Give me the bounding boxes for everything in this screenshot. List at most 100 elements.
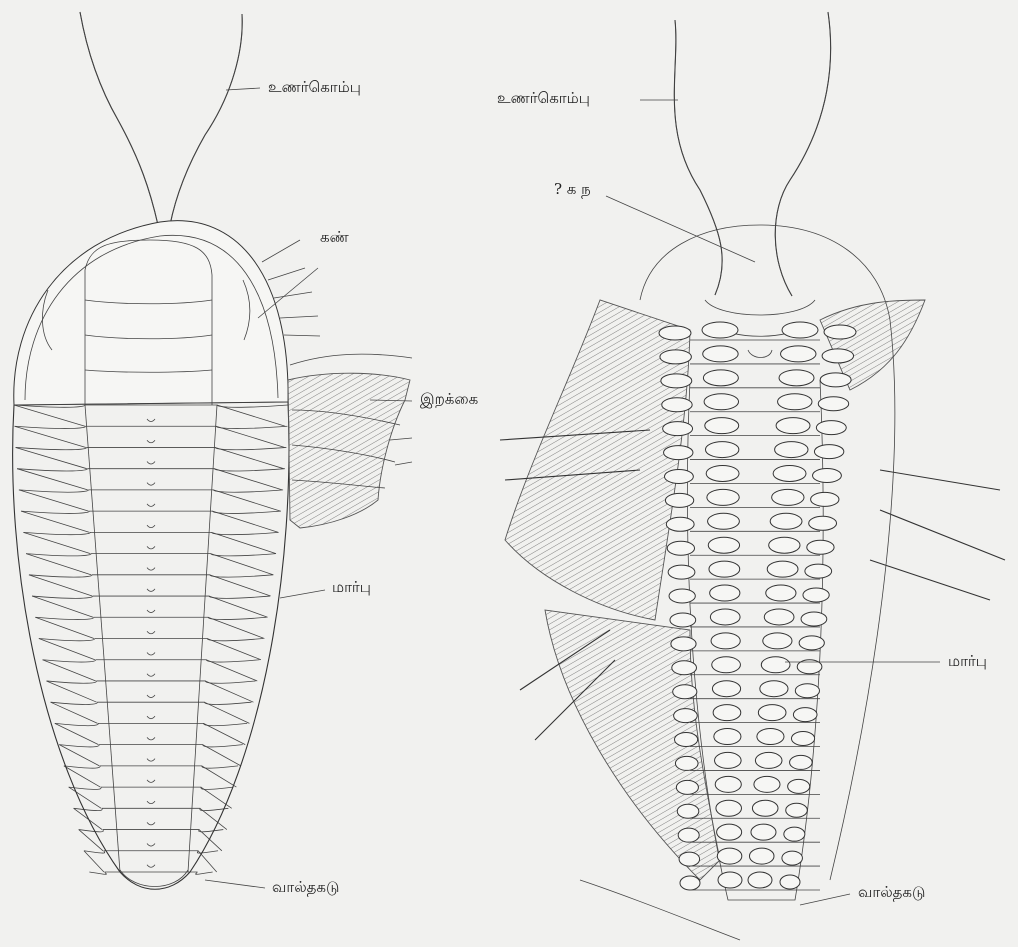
ventral-leg-base-right: [775, 442, 808, 458]
ventral-leg-segment-right: [822, 349, 853, 363]
segment-mark: [147, 483, 155, 486]
ventral-leg-segment-left: [673, 685, 697, 699]
left-pleura-line: [55, 723, 99, 744]
left-pleura-line: [29, 575, 92, 596]
left-segment-line: [35, 617, 266, 619]
right-pleura-line: [213, 511, 279, 532]
right-pleura-line: [217, 405, 285, 426]
ventral-leg-base-right: [758, 705, 786, 721]
left-pleura-line: [39, 639, 95, 660]
segment-mark: [147, 737, 155, 740]
right-thorax-label: மார்பு: [948, 654, 987, 669]
left-pleura-line: [21, 511, 89, 532]
ventral-leg-segment-right: [809, 516, 837, 530]
left-segment-line: [21, 511, 281, 513]
right-pleura-line: [203, 745, 241, 766]
ventral-leg-segment-right: [782, 851, 803, 865]
ventral-leg-base-left: [710, 609, 740, 625]
ventral-leg-base-right: [769, 537, 800, 553]
left-body-outline: [13, 402, 289, 889]
ventral-leg-segment-right: [801, 612, 827, 626]
ventral-leg-base-left: [705, 418, 739, 434]
ventral-leg-segment-right: [807, 540, 834, 554]
left-pleura-line: [32, 596, 93, 617]
ventral-leg-base-right: [781, 346, 816, 362]
left-segment-line: [51, 702, 252, 704]
segment-mark: [147, 525, 155, 528]
left-segment-line: [15, 426, 288, 428]
left-thorax-segments: [13, 402, 289, 889]
ventral-leg-base-left: [704, 394, 738, 410]
ventral-leg-base-left: [703, 346, 738, 362]
left-wing-label: இறக்கை: [420, 392, 478, 407]
ventral-leg-base-right: [773, 465, 806, 481]
ventral-leg-segment-right: [813, 468, 842, 482]
ventral-leg-segment-right: [799, 636, 824, 650]
left-pleura-line: [14, 405, 85, 426]
right-antenna-right: [775, 12, 830, 296]
ventral-leg-segment-right: [820, 373, 851, 387]
left-segment-line: [43, 660, 260, 662]
left-wing-flap: [288, 373, 410, 528]
right-ventral-trilobite: [500, 12, 1005, 940]
right-pleura-line: [204, 723, 246, 744]
ventral-leg-segment-left: [672, 661, 697, 675]
ventral-leg-base-right: [779, 370, 814, 386]
right-pleura-line: [202, 766, 237, 787]
ventral-leg-segment-right: [790, 755, 813, 769]
ventral-leg-segment-left: [666, 517, 694, 531]
ventral-leg-segment-left: [659, 326, 691, 340]
right-pleura-line: [213, 490, 280, 511]
ventral-leg-segment-left: [677, 804, 699, 818]
right-antenna-left: [674, 20, 722, 295]
right-pleura-line: [204, 702, 249, 723]
left-antenna-label: உணர்கொம்பு: [268, 80, 361, 95]
walking-leg: [870, 560, 990, 600]
ventral-leg-segment-right: [795, 684, 819, 698]
ventral-leg-segment-right: [786, 803, 808, 817]
ventral-leg-base-right: [761, 657, 790, 673]
segment-mark: [147, 631, 155, 634]
segment-mark: [147, 610, 155, 613]
ventral-leg-segment-left: [664, 469, 693, 483]
right-pleura-line: [215, 447, 283, 468]
ventral-leg-segment-left: [675, 733, 698, 747]
right-pleura-line: [216, 426, 285, 447]
right-pleura-line: [206, 660, 257, 681]
left-segment-line: [46, 681, 255, 683]
ventral-leg-segment-left: [674, 709, 698, 723]
ventral-leg-base-left: [713, 705, 741, 721]
right-legs: [748, 322, 1005, 889]
ventral-leg-segment-left: [671, 637, 696, 651]
ventral-leg-segment-left: [668, 565, 695, 579]
ventral-leg-segment-left: [664, 446, 693, 460]
segment-mark: [147, 653, 155, 656]
segment-mark: [147, 844, 155, 847]
ventral-leg-base-left: [703, 370, 738, 386]
left-pleura-line: [35, 617, 94, 638]
right-pleura-line: [211, 554, 274, 575]
left-pleura-line: [59, 745, 99, 766]
ventral-leg-segment-left: [662, 398, 692, 412]
right-pleura-line: [212, 532, 276, 553]
left-pleura-line: [23, 532, 90, 553]
right-pleura-line: [201, 787, 232, 808]
left-pleura-line: [84, 851, 104, 872]
ventral-leg-base-right: [752, 800, 778, 816]
ventral-leg-segment-left: [670, 613, 696, 627]
ventral-leg-base-right: [772, 489, 804, 505]
segment-mark: [147, 546, 155, 549]
ventral-leg-base-left: [702, 322, 738, 338]
left-tail-shield-label: வால்தகடு: [272, 880, 339, 895]
right-cephalon: [640, 225, 890, 320]
ventral-leg-base-left: [714, 729, 741, 745]
ventral-leg-base-right: [755, 752, 782, 768]
ventral-leg-base-right: [751, 824, 776, 840]
ventral-leg-segment-right: [816, 421, 846, 435]
ventral-leg-base-right: [782, 322, 818, 338]
left-segment-line: [19, 490, 283, 492]
ventral-leg-base-left: [708, 513, 740, 529]
left-pleura-line: [16, 447, 87, 468]
ventral-leg-segment-right: [814, 445, 843, 459]
